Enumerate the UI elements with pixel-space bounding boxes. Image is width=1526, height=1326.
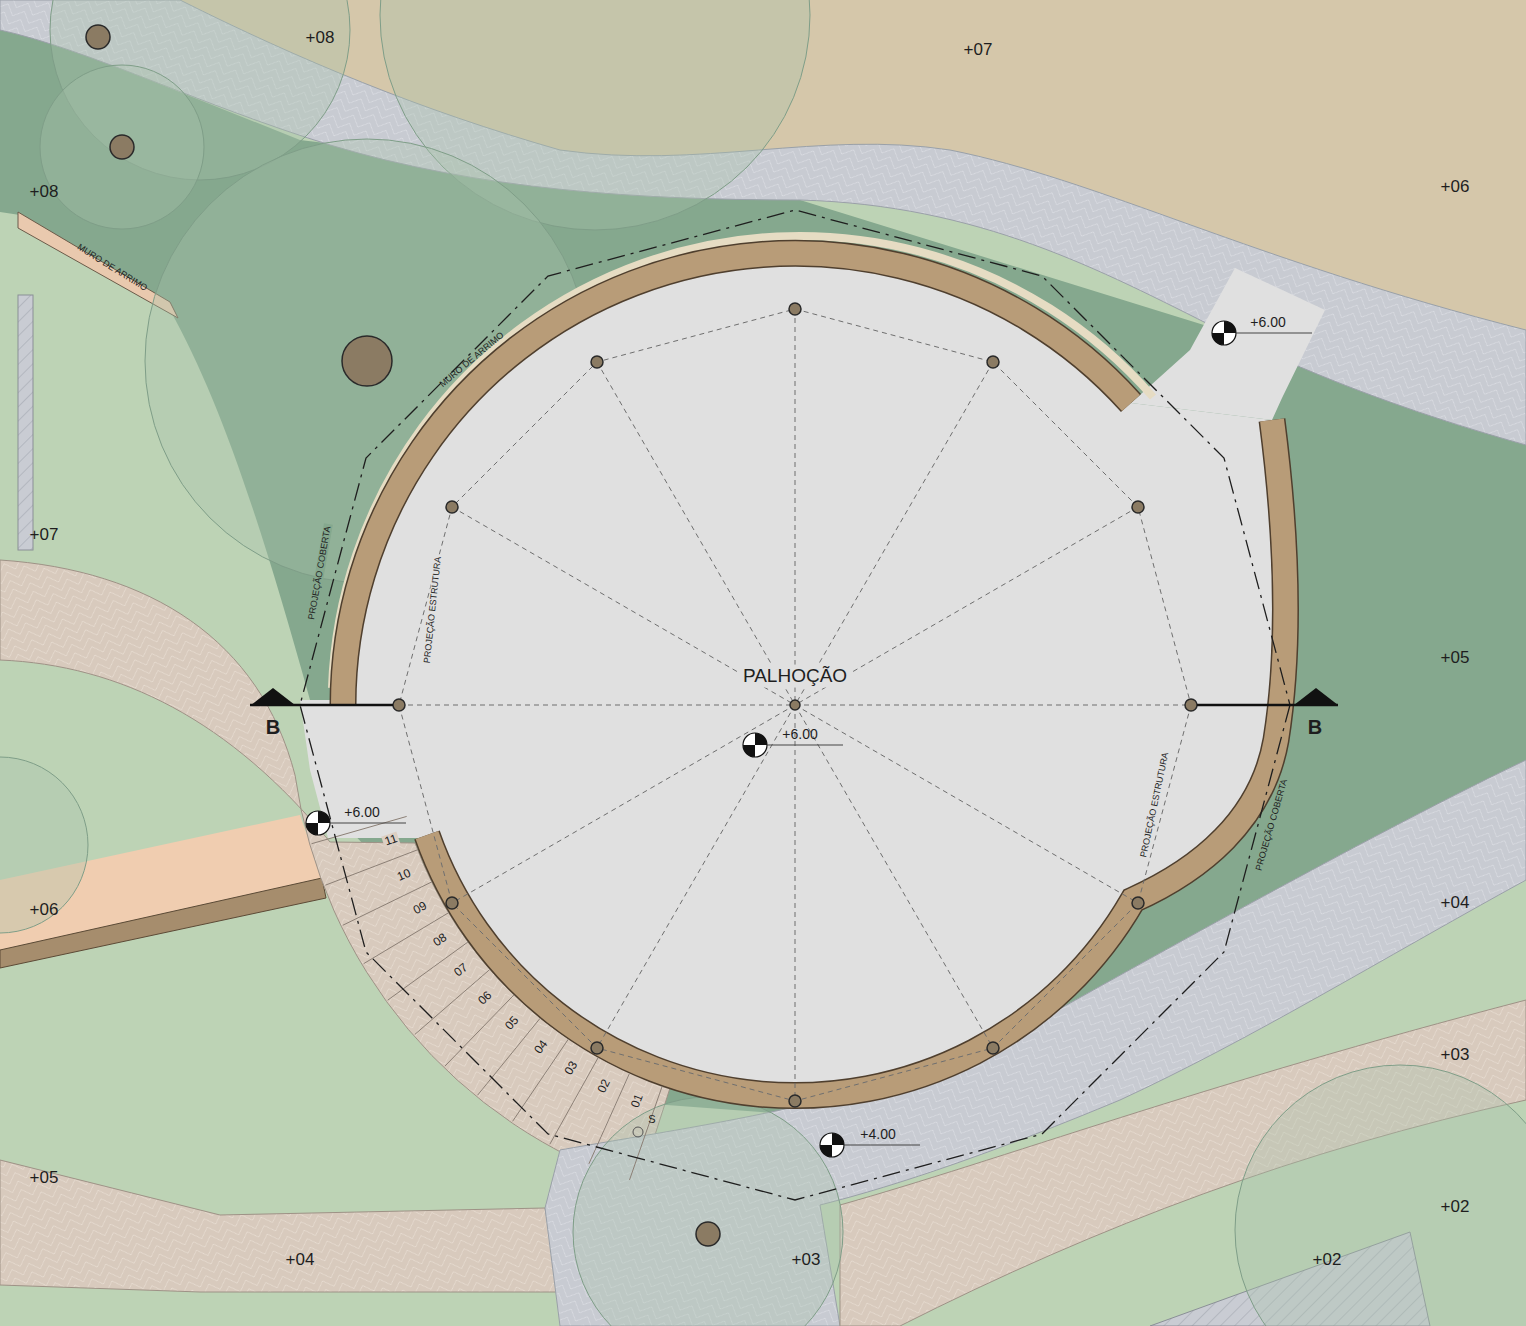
stair-step-number: 07 [451, 959, 472, 980]
stair-tread-line [364, 913, 449, 964]
stair-tread-line [445, 995, 514, 1066]
stair-step-number: 08 [429, 930, 450, 950]
spot-level: +6.00 [780, 727, 819, 742]
stair-step-number: 03 [561, 1057, 581, 1078]
section-mark: B [264, 717, 282, 738]
stair-step-number: 02 [594, 1075, 613, 1096]
spot-level: +6.00 [1248, 315, 1287, 330]
stair-tread-line [325, 850, 417, 885]
building-floor: PALHOÇÃO [343, 253, 1278, 1103]
contour-level: +05 [1439, 649, 1472, 667]
stair-tread-line [388, 942, 468, 1000]
stair-step-number: 11 [381, 832, 401, 849]
contour-level: +05 [28, 1169, 61, 1187]
contour-level: +03 [1439, 1046, 1472, 1064]
stair-start-mark: S [646, 1114, 657, 1126]
stair-step-number: 10 [394, 865, 415, 883]
stair-step-number: 06 [475, 987, 496, 1008]
contour-level: +02 [1439, 1198, 1472, 1216]
contour-level: +08 [28, 183, 61, 201]
stair-tread-line [513, 1039, 569, 1121]
stair-tread-line [415, 970, 490, 1035]
projection-label: PROJEÇÃO ESTRUTURA [423, 554, 444, 665]
contour-level: +02 [1311, 1251, 1344, 1269]
building-name: PALHOÇÃO [739, 665, 851, 688]
projection-label: PROJEÇÃO COBERTA [1254, 776, 1290, 873]
spot-level: +4.00 [858, 1127, 897, 1142]
contour-level: +06 [1439, 178, 1472, 196]
section-mark: B [1306, 717, 1324, 738]
stair-tread-line [629, 1087, 662, 1180]
contour-level: +03 [790, 1251, 823, 1269]
stair-tread-line [550, 1058, 598, 1144]
projection-label: PROJEÇÃO COBERTA [307, 524, 333, 623]
contour-level: +04 [1439, 894, 1472, 912]
stair-step-number: 09 [410, 898, 431, 917]
stair-tread-line [478, 1018, 540, 1095]
stair-tread-line [343, 882, 432, 925]
contour-level: +07 [962, 41, 995, 59]
projection-label: PROJEÇÃO ESTRUTURA [1139, 750, 1171, 861]
stair-step-number: 01 [628, 1090, 646, 1111]
contour-level: +06 [28, 901, 61, 919]
stair-step-number: 04 [531, 1036, 551, 1057]
contour-level: +08 [304, 29, 337, 47]
contour-level: +04 [284, 1251, 317, 1269]
spot-level: +6.00 [342, 805, 381, 820]
contour-level: +07 [28, 526, 61, 544]
wall-label: MURO DE ARRIMO [437, 329, 508, 391]
wall-label: MURO DE ARRIMO [74, 242, 151, 295]
stair-step-number: 05 [502, 1013, 523, 1034]
